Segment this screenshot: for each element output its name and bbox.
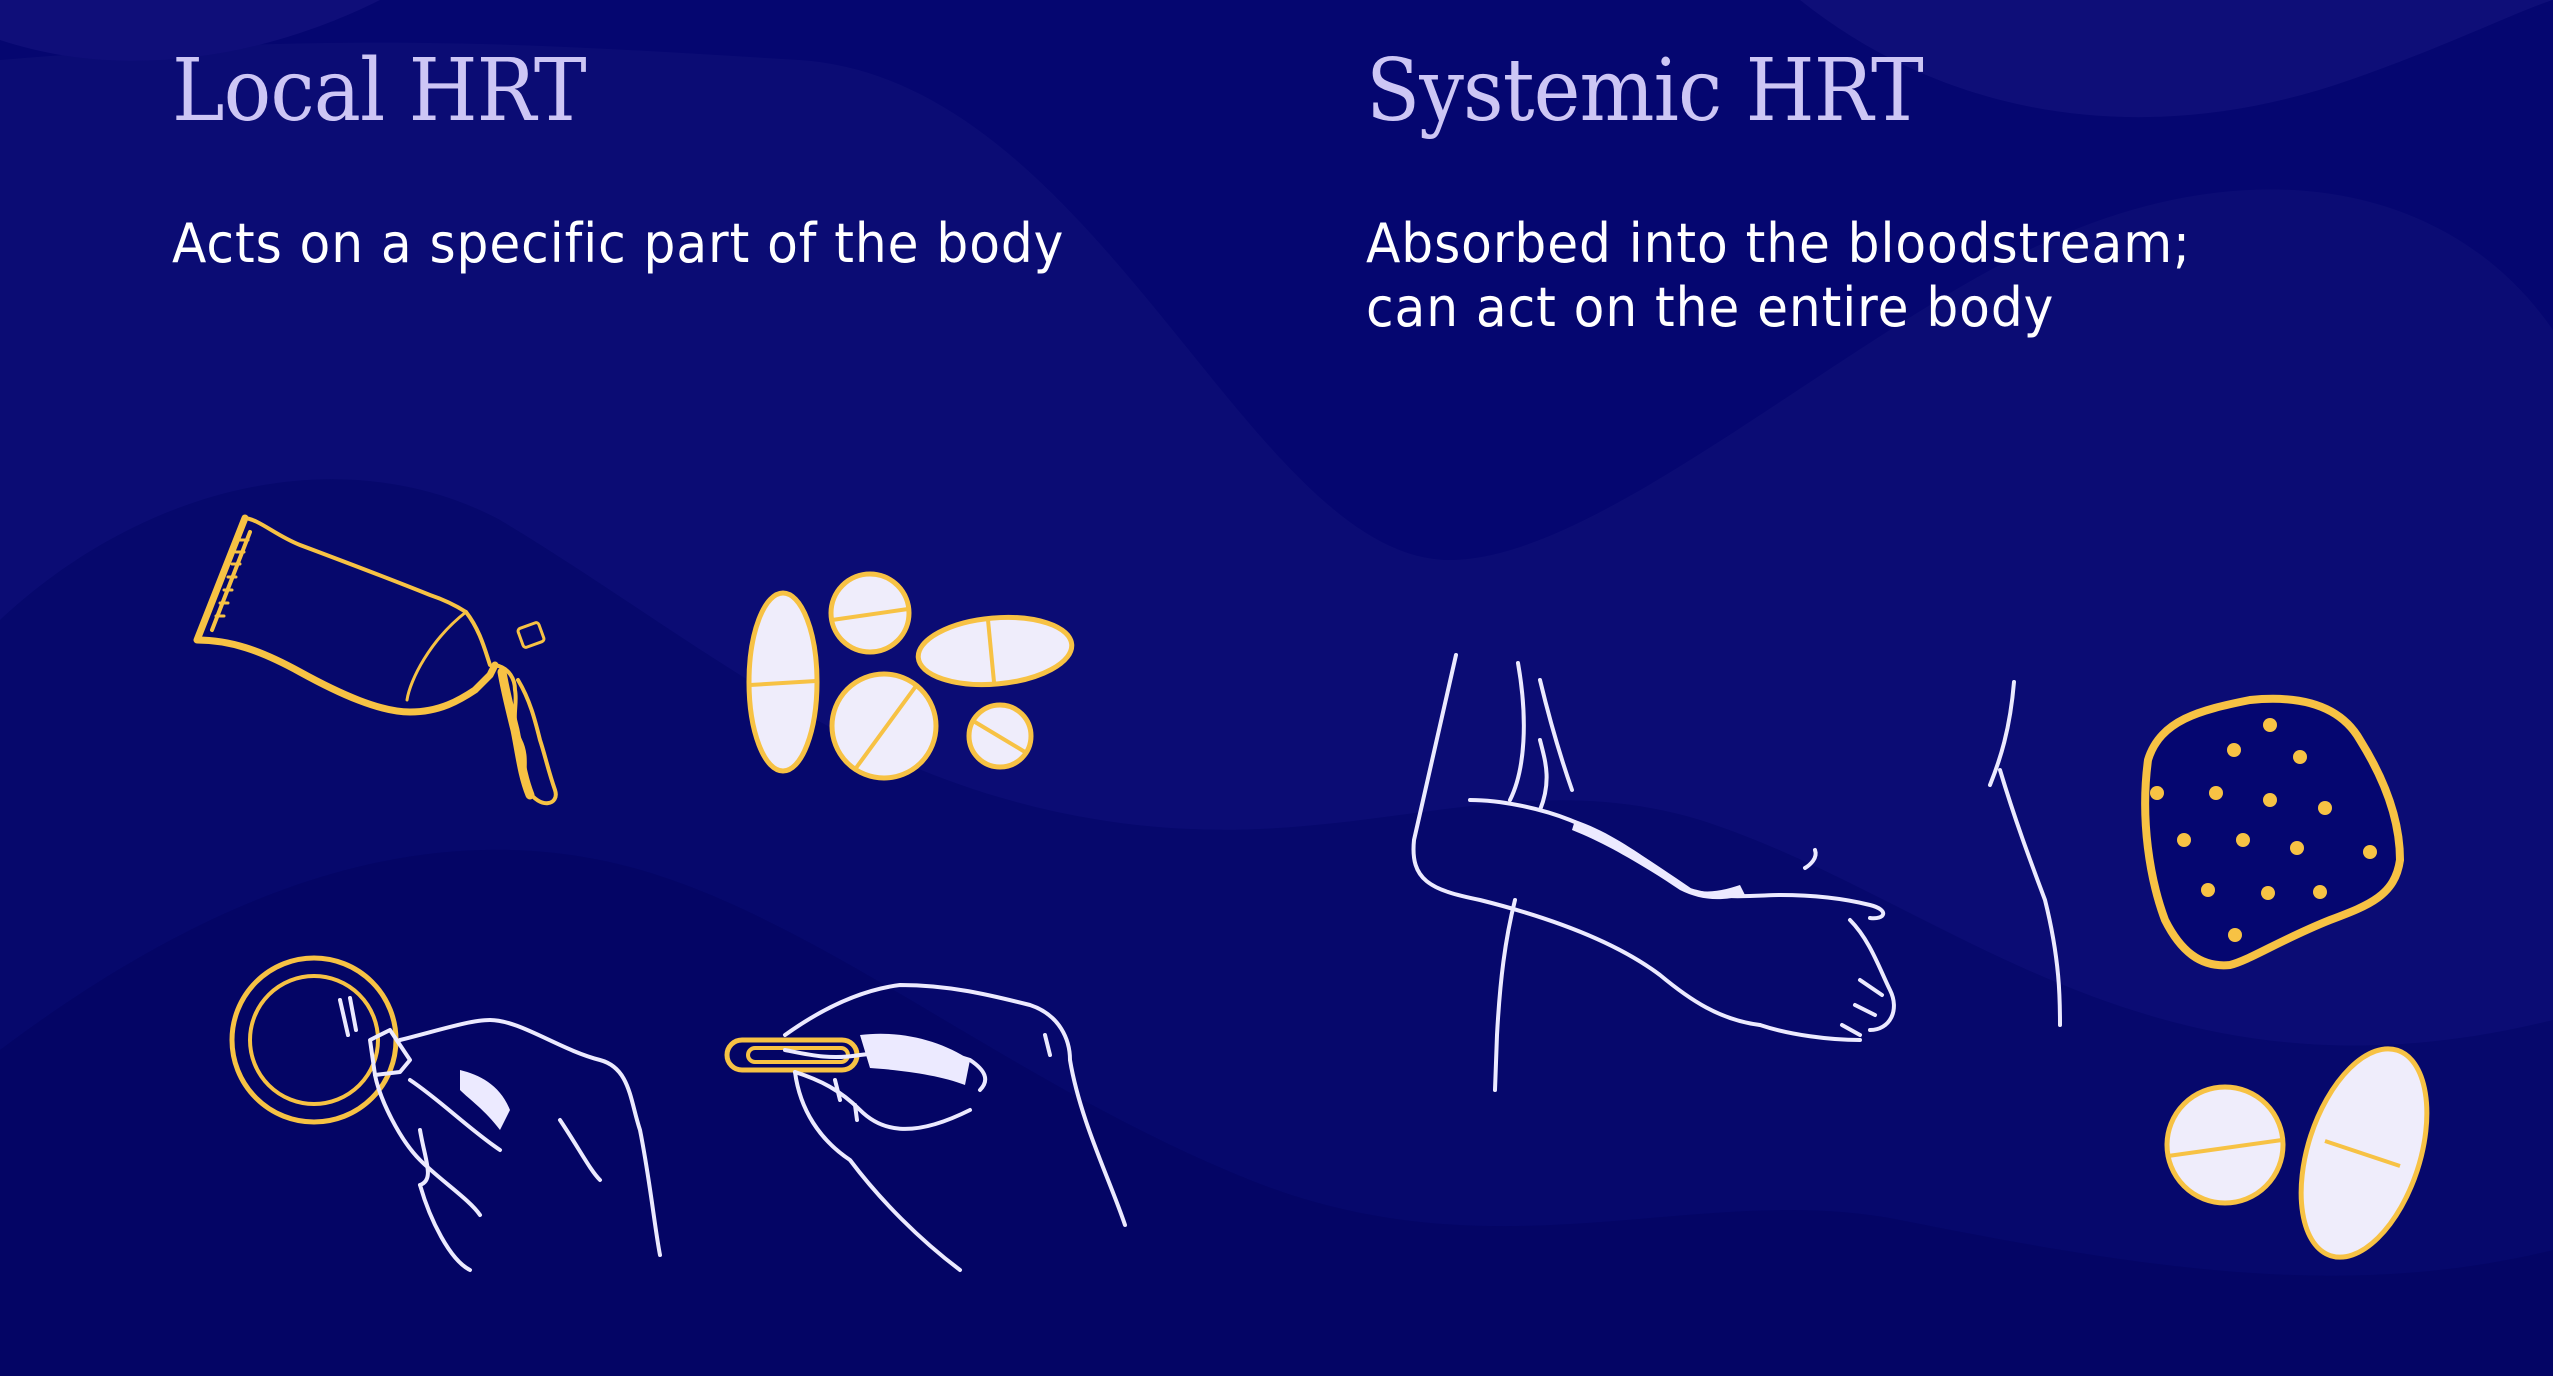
systemic-hrt-description: Absorbed into the bloodstream; can act o… <box>1366 212 2191 339</box>
pills-icon <box>746 571 1075 781</box>
patch-icon <box>2141 694 2405 970</box>
local-hrt-description: Acts on a specific part of the body <box>172 212 1065 275</box>
vaginal-ring-icon <box>229 955 662 1272</box>
pills-icon <box>2164 1046 2430 1260</box>
gel-highlight <box>1572 820 1745 900</box>
arm-gel-icon <box>1411 653 2062 1092</box>
systemic-hrt-title: Systemic HRT <box>1366 41 1924 141</box>
local-hrt-title: Local HRT <box>172 41 587 141</box>
pessary-icon <box>724 983 1127 1272</box>
cream-tube-icon <box>193 514 558 806</box>
